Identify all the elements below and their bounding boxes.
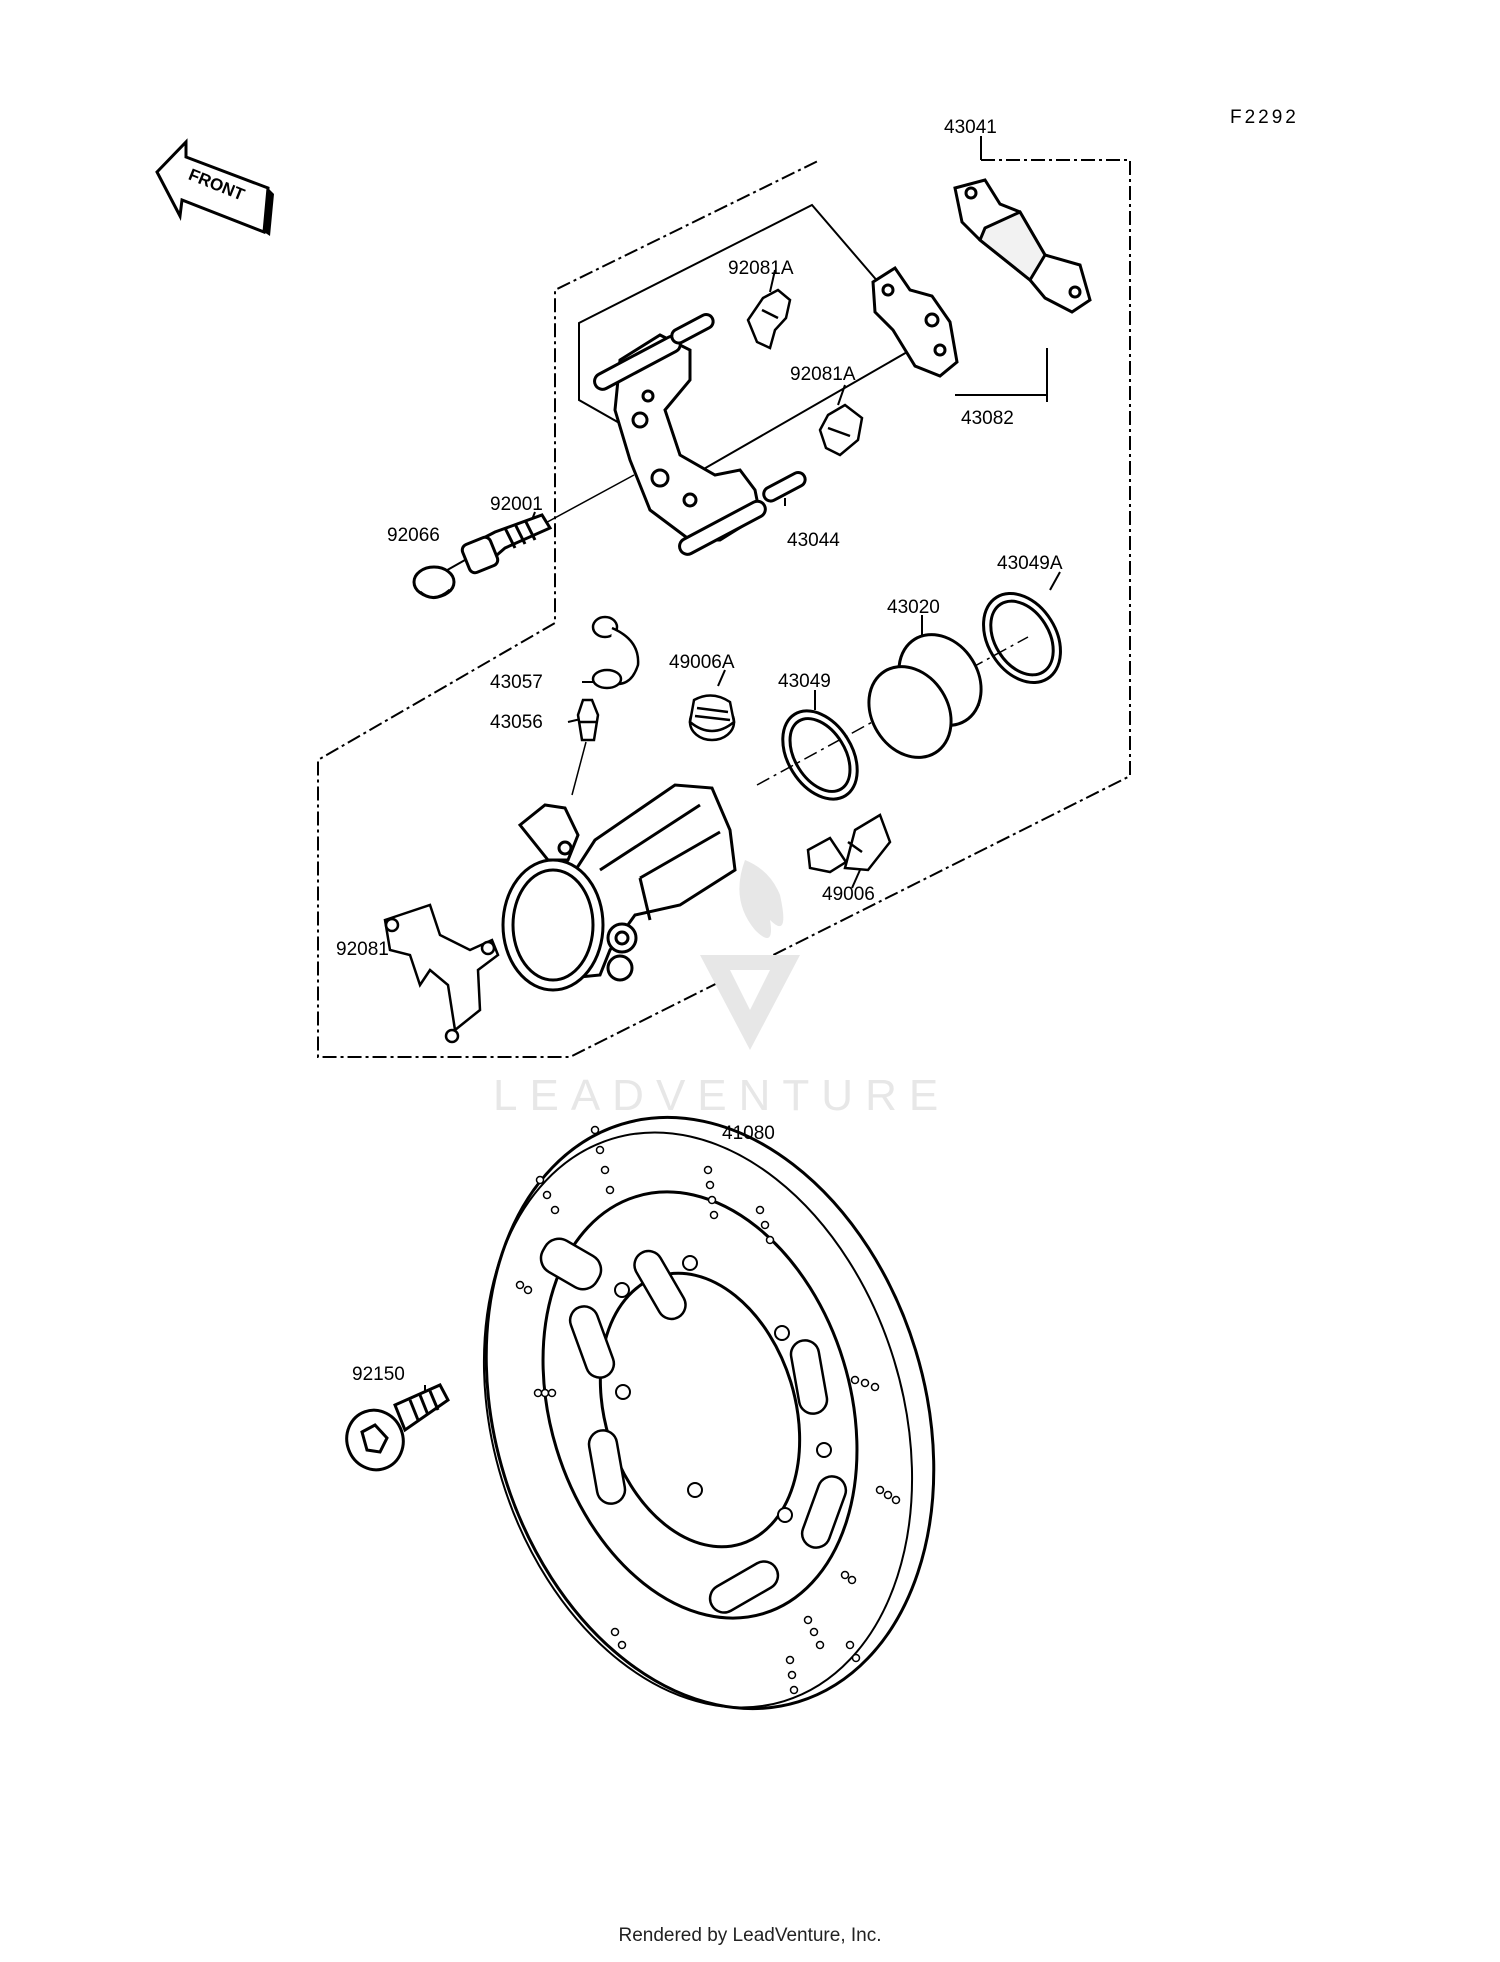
watermark-logo (700, 860, 800, 1050)
bleeder-valve-43056 (576, 698, 600, 742)
part-label-43057: 43057 (490, 672, 543, 693)
brake-pad-43082 (871, 265, 959, 378)
bolt-92001 (460, 513, 553, 575)
cap-92066 (412, 565, 456, 599)
seal-43049A (982, 591, 1062, 685)
pad-spring-92081A-mid (818, 403, 864, 457)
part-label-43049: 43049 (778, 671, 831, 692)
slide-pin-49006 (806, 813, 892, 874)
part-label-49006A: 49006A (669, 652, 735, 673)
front-arrow-icon: FRONT (155, 138, 274, 236)
part-label-43082: 43082 (961, 408, 1014, 429)
boot-49006A (688, 694, 736, 742)
piston-43020 (867, 633, 983, 759)
part-label-92081A-top: 92081A (728, 258, 794, 279)
part-label-43056: 43056 (490, 712, 543, 733)
part-label-92150: 92150 (352, 1364, 405, 1385)
part-label-43041: 43041 (944, 117, 997, 138)
disc-bolt-92150 (345, 1383, 450, 1472)
pad-spring-92081A-top (746, 288, 792, 350)
caliper-assembly-outline (317, 159, 1131, 1058)
disc-vent-holes (515, 1125, 901, 1695)
brake-disc-41080 (482, 1115, 936, 1711)
footer-credit: Rendered by LeadVenture, Inc. (618, 1925, 882, 1946)
part-label-49006: 49006 (822, 884, 875, 905)
diagram-ref-code: F2292 (1230, 107, 1299, 128)
part-label-41080: 41080 (722, 1123, 775, 1144)
part-label-43020: 43020 (887, 597, 940, 618)
part-label-92001: 92001 (490, 494, 543, 515)
bleeder-cap-43057 (591, 615, 640, 690)
watermark-text: LEADVENTURE (493, 1071, 950, 1120)
part-label-43049A: 43049A (997, 553, 1063, 574)
part-label-92081: 92081 (336, 939, 389, 960)
seal-43049 (781, 709, 859, 801)
brake-pad-43041 (953, 178, 1092, 314)
bracket-subassembly-outline (578, 203, 930, 472)
part-label-92066: 92066 (387, 525, 440, 546)
pad-spring-92081 (383, 903, 500, 1044)
part-label-92081A-mid: 92081A (790, 364, 856, 385)
part-label-43044: 43044 (787, 530, 840, 551)
part-labels: 43041 92081A 92081A 43082 92001 92066 43… (336, 117, 1063, 1385)
caliper-bracket-43044 (593, 312, 807, 556)
caliper-body (501, 783, 737, 992)
